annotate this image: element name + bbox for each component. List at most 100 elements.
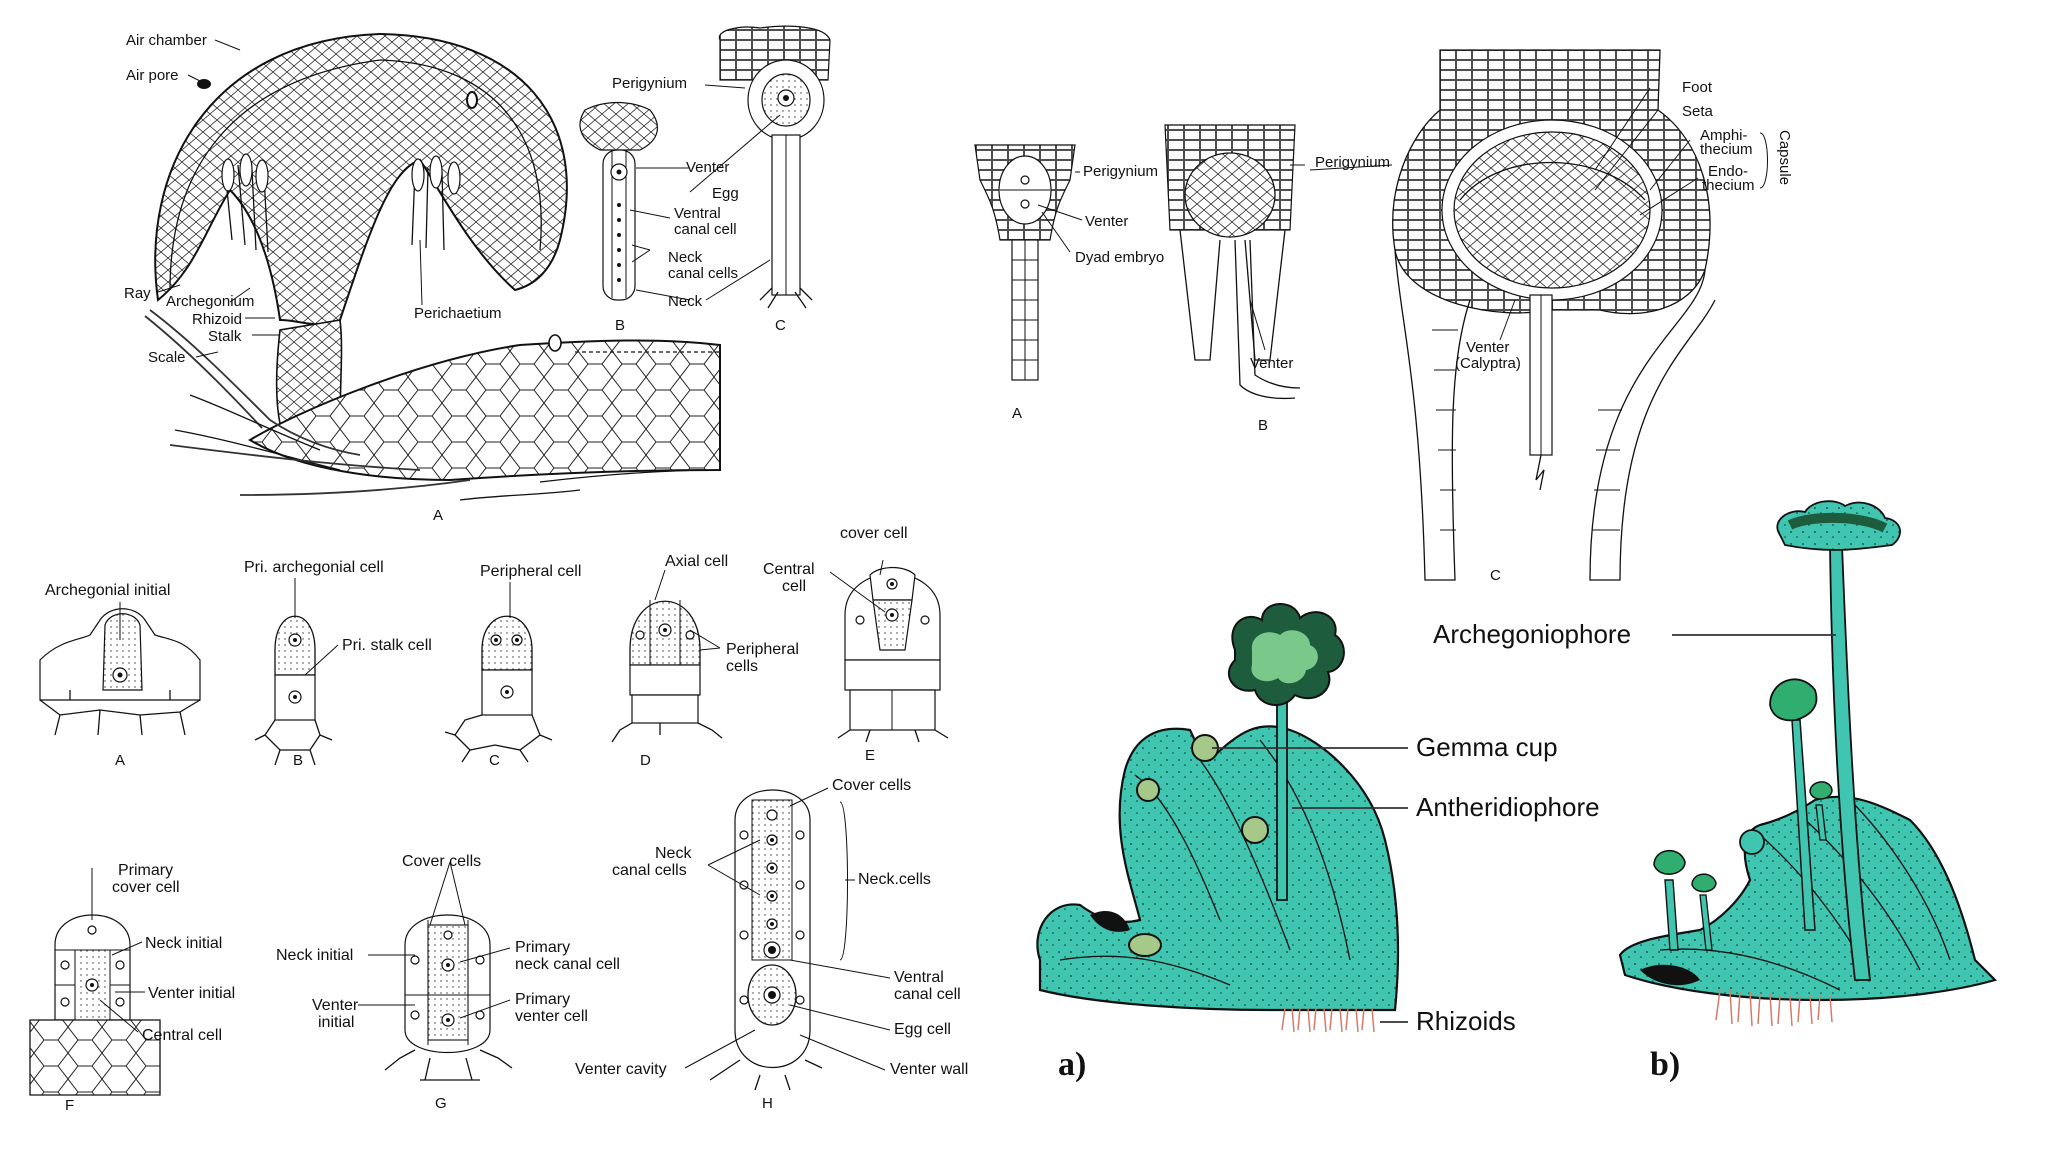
label-seta: Seta [1682, 103, 1714, 120]
label-venter-initial-g: Venter initial [312, 997, 363, 1031]
label-cover-cell: cover cell [840, 525, 908, 542]
label-archegonial-initial: Archegonial initial [45, 582, 170, 599]
stage-e-drawing [837, 566, 949, 743]
label-archegonium: Archegonium [166, 293, 254, 310]
female-thallus-drawing [1618, 500, 1998, 1027]
letter-fig2-g: G [435, 1095, 447, 1112]
archegonia-cluster-left [221, 153, 269, 253]
label-foot: Foot [1682, 79, 1713, 96]
label-antheridiophore: Antheridiophore [1416, 792, 1600, 822]
label-perichaetium: Perichaetium [414, 305, 502, 322]
letter-fig2-c: C [489, 752, 500, 769]
label-perigynium-c: Perigynium [612, 75, 687, 92]
letter-fig3-c: C [1490, 567, 1501, 584]
stage-f-drawing [29, 914, 161, 1096]
thallus-base-section [248, 339, 721, 482]
archegonium-b-drawing [579, 101, 658, 301]
label-venter-calyptra-l1: Venter [1466, 339, 1509, 356]
label-primary-venter-cell-l2: venter cell [515, 1008, 588, 1025]
stage-a-drawing [39, 608, 201, 736]
label-neck-canal-cells-l2: canal cells [668, 265, 738, 282]
letter-fig2-f: F [65, 1097, 74, 1114]
label-scale: Scale [148, 349, 186, 366]
label-ventral-canal-cell-h: Ventral canal cell [894, 969, 961, 1003]
label-neck-initial-g: Neck initial [276, 947, 353, 964]
stage-c-drawing [444, 615, 553, 763]
label-perigynium-sporo-b: Perigynium [1315, 154, 1390, 171]
label-central-cell-f: Central cell [142, 1027, 222, 1044]
label-venter-cavity: Venter cavity [575, 1061, 667, 1078]
label-ventral-canal-cell-h-l2: canal cell [894, 986, 961, 1003]
label-primary-neck-canal-cell-l2: neck canal cell [515, 956, 620, 973]
label-venter-calyptra-l2: (Calyptra) [1455, 355, 1521, 372]
gemma-cup-2 [1136, 778, 1160, 802]
archegoniophore-head [1776, 500, 1901, 551]
air-pore-right [466, 91, 478, 109]
label-neck-cells: Neck.cells [858, 871, 931, 888]
label-primary-venter-cell-l1: Primary [515, 991, 570, 1008]
label-primary-venter-cell: Primary venter cell [515, 991, 588, 1025]
stage-b-drawing [254, 615, 333, 766]
label-stalk: Stalk [208, 328, 242, 345]
rhizoids-male [1281, 1007, 1375, 1033]
rhizoids-female [1715, 989, 1833, 1027]
label-primary-cover-cell: Primary cover cell [112, 862, 180, 896]
label-rhizoids: Rhizoids [1416, 1006, 1516, 1036]
label-neck: Neck [668, 293, 703, 310]
label-rhizoid: Rhizoid [192, 311, 242, 328]
label-neck-canal-cells: Neck canal cells [668, 249, 738, 282]
label-pri-stalk-cell: Pri. stalk cell [342, 637, 432, 654]
label-central-cell-e: Central cell [763, 561, 819, 595]
thallus-illustrations-figure: Gemma cup Antheridiophore Rhizoids a) [1036, 500, 1998, 1083]
label-venter-calyptra: Venter (Calyptra) [1455, 339, 1521, 372]
label-dyad-embryo: Dyad embryo [1075, 249, 1164, 266]
label-ventral-canal-cell-h-l1: Ventral [894, 969, 944, 986]
label-primary-cover-cell-l1: Primary [118, 862, 173, 879]
label-endothecium: Endo- thecium [1702, 163, 1755, 194]
label-amphithecium: Amphi- thecium [1700, 127, 1753, 158]
label-peripheral-cell: Peripheral cell [480, 563, 581, 580]
letter-fig2-a: A [115, 752, 125, 769]
male-thallus-drawing [1036, 603, 1400, 1033]
archegoniophore-stalk [1829, 544, 1872, 981]
label-gemma-cup: Gemma cup [1416, 732, 1558, 762]
label-air-chamber: Air chamber [126, 32, 207, 49]
antheridiophore-stalk [1276, 684, 1288, 901]
letter-fig4-b: b) [1650, 1046, 1680, 1083]
label-ventral-canal-cell-l2: canal cell [674, 221, 737, 238]
label-neck-canal-cells-h: Neck canal cells [612, 845, 696, 879]
label-venter-initial-g-l1: Venter [312, 997, 359, 1014]
label-venter-wall: Venter wall [890, 1061, 968, 1078]
letter-fig4-a: a) [1058, 1046, 1086, 1083]
label-central-cell-e-l1: Central [763, 561, 815, 578]
label-endothecium-l1: Endo- [1708, 163, 1748, 180]
letter-fig2-d: D [640, 752, 651, 769]
letter-fig2-h: H [762, 1095, 773, 1112]
receptacle-dome [154, 32, 568, 326]
label-amphithecium-l2: thecium [1700, 141, 1753, 158]
label-egg: Egg [712, 185, 739, 202]
label-archegoniophore: Archegoniophore [1433, 619, 1631, 649]
label-central-cell-e-l2: cell [782, 578, 806, 595]
sporophyte-figure: Perigynium Venter Dyad embryo Perigynium… [974, 49, 1793, 584]
label-peripheral-cells: Peripheral cells [726, 641, 803, 675]
male-thallus-body [1036, 725, 1400, 1012]
sporophyte-stage-a [974, 144, 1076, 381]
letter-fig1-b: B [615, 317, 625, 334]
label-cover-cells-g: Cover cells [402, 853, 481, 870]
label-venter: Venter [686, 159, 729, 176]
label-venter-initial-g-l2: initial [318, 1014, 354, 1031]
label-peripheral-cells-l1: Peripheral [726, 641, 799, 658]
stage-d-drawing [611, 600, 723, 743]
letter-fig3-b: B [1258, 417, 1268, 434]
label-venter-sporo-b: Venter [1250, 355, 1293, 372]
label-pri-archegonial-cell: Pri. archegonial cell [244, 559, 384, 576]
letter-fig2-e: E [865, 747, 875, 764]
label-neck-canal-cells-l1: Neck [668, 249, 703, 266]
label-primary-neck-canal-cell-l1: Primary [515, 939, 570, 956]
stage-h-drawing [709, 789, 823, 1091]
label-neck-initial-f: Neck initial [145, 935, 222, 952]
label-ventral-canal-cell-l1: Ventral [674, 205, 721, 222]
letter-fig1-a: A [433, 507, 443, 524]
